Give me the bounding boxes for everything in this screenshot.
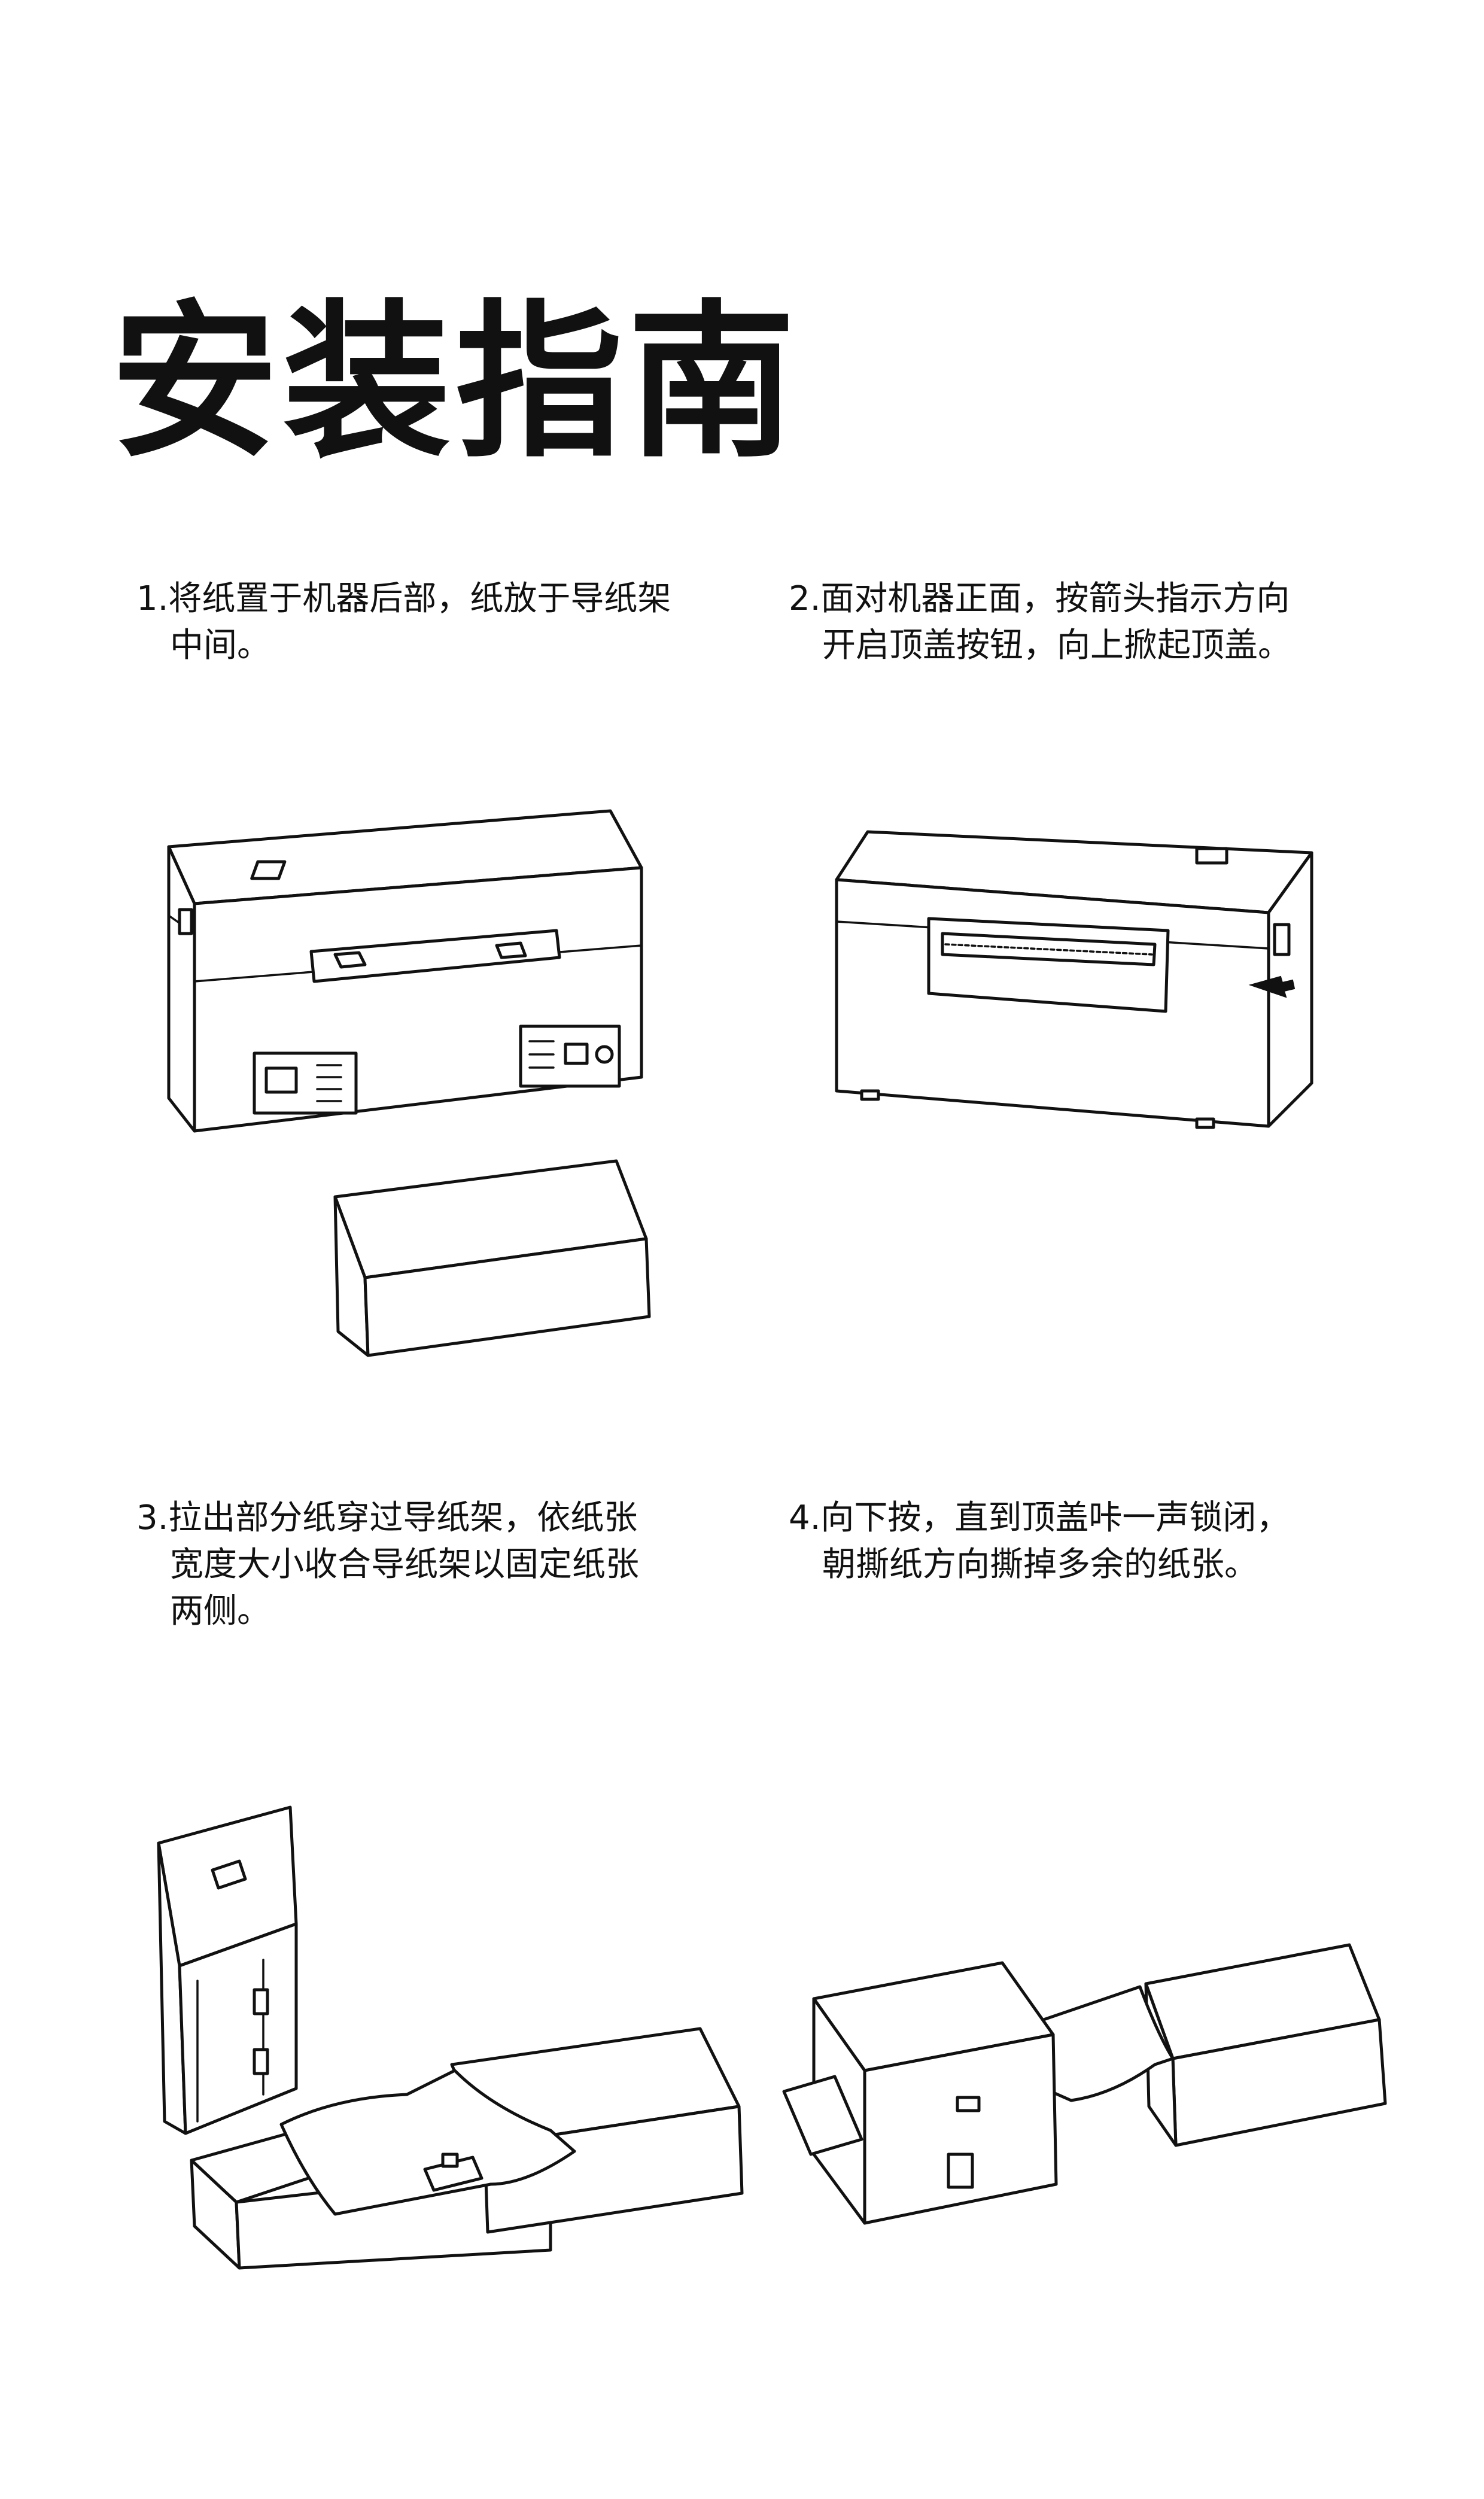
printer-open-lid-paper-feed-illustration bbox=[150, 1798, 748, 2337]
step-4-line-2: 朝撕纸方向撕掉多余的纸张。 bbox=[822, 1545, 1258, 1584]
paper-stack bbox=[335, 1161, 649, 1355]
step-3-instruction: 3.拉出部分纸穿过导纸架，依纸张 宽度大小收合导纸架以固定纸张 两侧。 bbox=[136, 1495, 639, 1635]
printer-closed-tearing-paper-illustration bbox=[778, 1936, 1406, 2307]
printer-front-with-arrow-illustration bbox=[826, 814, 1334, 1137]
printer-rear-with-paper-stack-illustration bbox=[162, 796, 688, 1364]
page-title: 安装指南 bbox=[111, 285, 800, 481]
top-vent bbox=[252, 862, 285, 878]
open-lid bbox=[159, 1807, 296, 2133]
step-2-line-2: 开启顶盖按钮，向上掀起顶盖。 bbox=[822, 626, 1291, 665]
front-foot-right bbox=[1197, 1119, 1214, 1127]
paper-stack bbox=[1146, 1945, 1385, 2145]
step-1-line-1: 1.将纸置于机器后部，纸放于导纸架 bbox=[136, 579, 671, 618]
arrow-left-icon bbox=[1251, 977, 1294, 997]
rear-port-panel-left bbox=[254, 1053, 356, 1113]
step-4-instruction: 4.向下按，直到顶盖咔一声锁闭， 朝撕纸方向撕掉多余的纸张。 bbox=[789, 1495, 1290, 1588]
step-3-line-3: 两侧。 bbox=[170, 1592, 270, 1631]
torn-paper-piece bbox=[784, 2077, 862, 2154]
rear-port-panel-right bbox=[521, 1026, 619, 1086]
top-vent bbox=[1197, 849, 1227, 863]
step-1-line-2: 中间。 bbox=[170, 626, 270, 665]
paper-guide bbox=[425, 2154, 482, 2190]
front-foot-left bbox=[862, 1091, 878, 1099]
side-latch bbox=[180, 910, 191, 934]
printer-body bbox=[814, 1963, 1056, 2223]
paper-output-slot bbox=[929, 919, 1168, 1011]
step-2-line-1: 2.面对机器正面，按箭头指示方向 bbox=[789, 579, 1290, 618]
paper-sheet bbox=[1017, 1987, 1173, 2100]
step-2-instruction: 2.面对机器正面，按箭头指示方向 开启顶盖按钮，向上掀起顶盖。 bbox=[789, 576, 1291, 669]
step-1-instruction: 1.将纸置于机器后部，纸放于导纸架 中间。 bbox=[136, 576, 671, 669]
step-4-line-1: 4.向下按，直到顶盖咔一声锁闭， bbox=[789, 1498, 1290, 1537]
side-latch bbox=[1275, 925, 1289, 954]
step-3-line-2: 宽度大小收合导纸架以固定纸张 bbox=[170, 1545, 639, 1584]
step-3-line-1: 3.拉出部分纸穿过导纸架，依纸张 bbox=[136, 1498, 638, 1537]
paper-sheet bbox=[281, 2071, 574, 2214]
paper-slot bbox=[311, 931, 559, 981]
